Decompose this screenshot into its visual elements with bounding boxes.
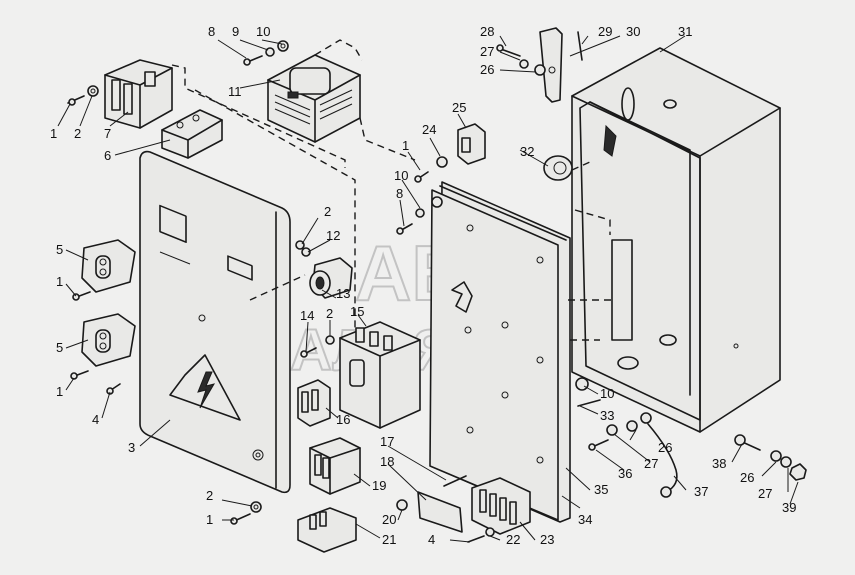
callout-1: 1	[56, 384, 63, 399]
callout-7: 7	[104, 126, 111, 141]
dash-plate	[568, 299, 612, 341]
dash-transformer	[314, 39, 416, 161]
callout-10: 10	[600, 386, 614, 401]
contactor-15	[339, 321, 421, 429]
callout-39: 39	[782, 500, 796, 515]
callout-1: 1	[56, 274, 63, 289]
callout-33: 33	[600, 408, 614, 423]
callout-9: 9	[232, 24, 239, 39]
callout-18: 18	[380, 454, 394, 469]
switch-5-bottom	[81, 313, 136, 367]
callout-17: 17	[380, 434, 394, 449]
callout-38: 38	[712, 456, 726, 471]
grommet-32	[543, 155, 573, 181]
callout-14: 14	[300, 308, 314, 323]
plate-18-stud-17	[417, 475, 495, 543]
callout-5: 5	[56, 242, 63, 257]
callout-26: 26	[658, 440, 672, 455]
bolt-38-washers-nut-39	[734, 434, 807, 481]
callout-5: 5	[56, 340, 63, 355]
callout-36: 36	[618, 466, 632, 481]
relay-19	[309, 437, 361, 495]
callout-15: 15	[350, 304, 364, 319]
callout-35: 35	[594, 482, 608, 497]
callout-34: 34	[578, 512, 592, 527]
callout-10: 10	[394, 168, 408, 183]
clamp-25	[436, 123, 486, 168]
leader-lines	[57, 35, 799, 543]
callout-3: 3	[128, 440, 135, 455]
callout-2: 2	[74, 126, 81, 141]
callout-20: 20	[382, 512, 396, 527]
callout-37: 37	[694, 484, 708, 499]
dash-block	[194, 89, 356, 335]
terminal-block-6	[161, 109, 223, 159]
dash-selector	[249, 274, 306, 301]
callout-30: 30	[626, 24, 640, 39]
callout-1: 1	[50, 126, 57, 141]
callout-32: 32	[520, 144, 534, 159]
screws-1-4-left	[70, 291, 121, 395]
callout-21: 21	[382, 532, 396, 547]
screws-1-8-10-middle	[396, 171, 429, 235]
callout-25: 25	[452, 100, 466, 115]
callout-11: 11	[228, 84, 242, 99]
relay-7	[104, 59, 173, 129]
mounting-plate-34	[429, 181, 571, 523]
callout-1: 1	[206, 512, 213, 527]
enclosure-31	[571, 47, 781, 433]
callout-23: 23	[540, 532, 554, 547]
callout-27: 27	[644, 456, 658, 471]
callout-22: 22	[506, 532, 520, 547]
callout-28: 28	[480, 24, 494, 39]
switch-5-top	[81, 239, 136, 293]
callout-labels: 1 2 7 6 8 9 10 11 5 1 5 1 4 3 2 12 13 14…	[50, 24, 796, 547]
bracket-30-pin-29	[539, 27, 583, 103]
terminal-block-21	[297, 499, 408, 553]
callout-12: 12	[326, 228, 340, 243]
bolt-28-washers-26-27	[496, 44, 546, 76]
callout-2: 2	[326, 306, 333, 321]
callout-24: 24	[422, 122, 436, 137]
dash-grommet	[571, 161, 611, 235]
callout-8: 8	[396, 186, 403, 201]
callout-27: 27	[758, 486, 772, 501]
callout-26: 26	[740, 470, 754, 485]
callout-2: 2	[206, 488, 213, 503]
callout-27: 27	[480, 44, 494, 59]
callout-13: 13	[336, 286, 350, 301]
callout-26: 26	[480, 62, 494, 77]
callout-2: 2	[324, 204, 331, 219]
terminal-strip-23	[471, 477, 531, 535]
callout-4: 4	[92, 412, 99, 427]
relay-16	[297, 379, 331, 427]
selector-switch-13	[295, 240, 353, 299]
callout-16: 16	[336, 412, 350, 427]
callout-8: 8	[208, 24, 215, 39]
transformer-11	[267, 54, 361, 143]
cover-door-3	[139, 150, 291, 494]
callout-6: 6	[104, 148, 111, 163]
callout-4: 4	[428, 532, 435, 547]
callout-29: 29	[598, 24, 612, 39]
callout-31: 31	[678, 24, 692, 39]
screw-8-9-10-top	[243, 40, 289, 66]
callout-19: 19	[372, 478, 386, 493]
callout-1: 1	[402, 138, 409, 153]
screw-1-washer-2-bottom	[230, 501, 262, 525]
callout-10: 10	[256, 24, 270, 39]
screw-1-left	[67, 85, 99, 106]
